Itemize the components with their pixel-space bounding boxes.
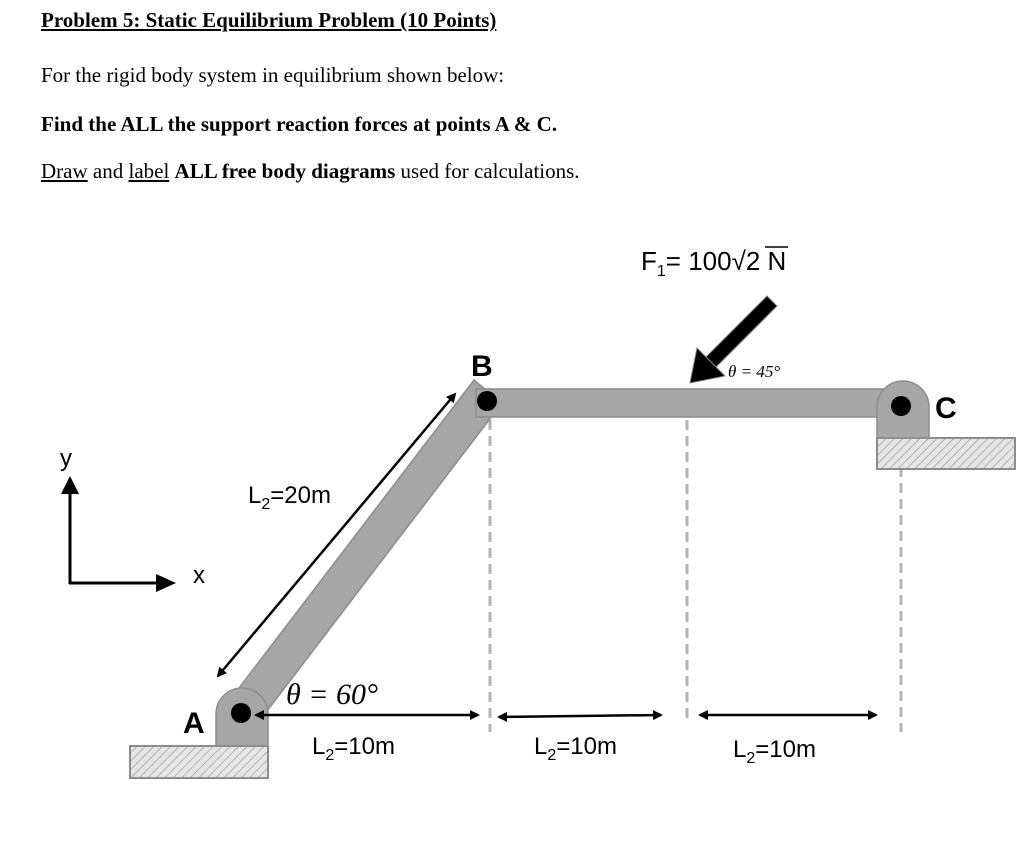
force-arrow-icon	[689, 295, 778, 384]
force-label: F1= 100√2 N	[641, 246, 786, 280]
instruction-draw: Draw	[41, 159, 88, 183]
point-label-a: A	[183, 707, 205, 740]
instruction-bold: ALL free body diagrams	[174, 159, 396, 183]
angle-label-a: θ = 60°	[286, 678, 378, 711]
member-bc	[475, 388, 907, 418]
force-angle-label: θ = 45°	[728, 362, 780, 381]
problem-title: Problem 5: Static Equilibrium Problem (1…	[41, 8, 497, 32]
dimension-label-diagonal: L2=20m	[248, 482, 331, 513]
member-ab	[224, 378, 504, 730]
dimension-label-seg1: L2=10m	[312, 733, 395, 764]
point-label-c: C	[935, 392, 957, 425]
problem-task: Find the ALL the support reaction forces…	[41, 112, 558, 136]
dimension-label-seg2: L2=10m	[534, 733, 617, 764]
ground-support-a	[129, 745, 269, 779]
y-axis-label: y	[60, 445, 72, 472]
dimension-arrow-diagonal	[216, 392, 457, 678]
dimension-label-seg3: L2=10m	[733, 736, 816, 767]
pin-b-icon	[477, 391, 497, 411]
reference-lines	[488, 420, 903, 732]
point-label-b: B	[471, 350, 493, 383]
ground-support-c	[876, 437, 1016, 470]
axes-icon	[61, 476, 176, 592]
problem-intro: For the rigid body system in equilibrium…	[41, 63, 505, 87]
instruction-rest: used for calculations.	[395, 159, 580, 183]
instruction-label: label	[128, 159, 170, 183]
instruction-and: and	[87, 159, 129, 183]
dimension-arrow-seg2	[497, 710, 663, 722]
pin-c-icon	[891, 396, 911, 416]
x-axis-label: x	[193, 562, 205, 589]
pin-a-icon	[231, 703, 251, 723]
problem-instruction: Draw and label ALL free body diagrams us…	[41, 159, 580, 184]
